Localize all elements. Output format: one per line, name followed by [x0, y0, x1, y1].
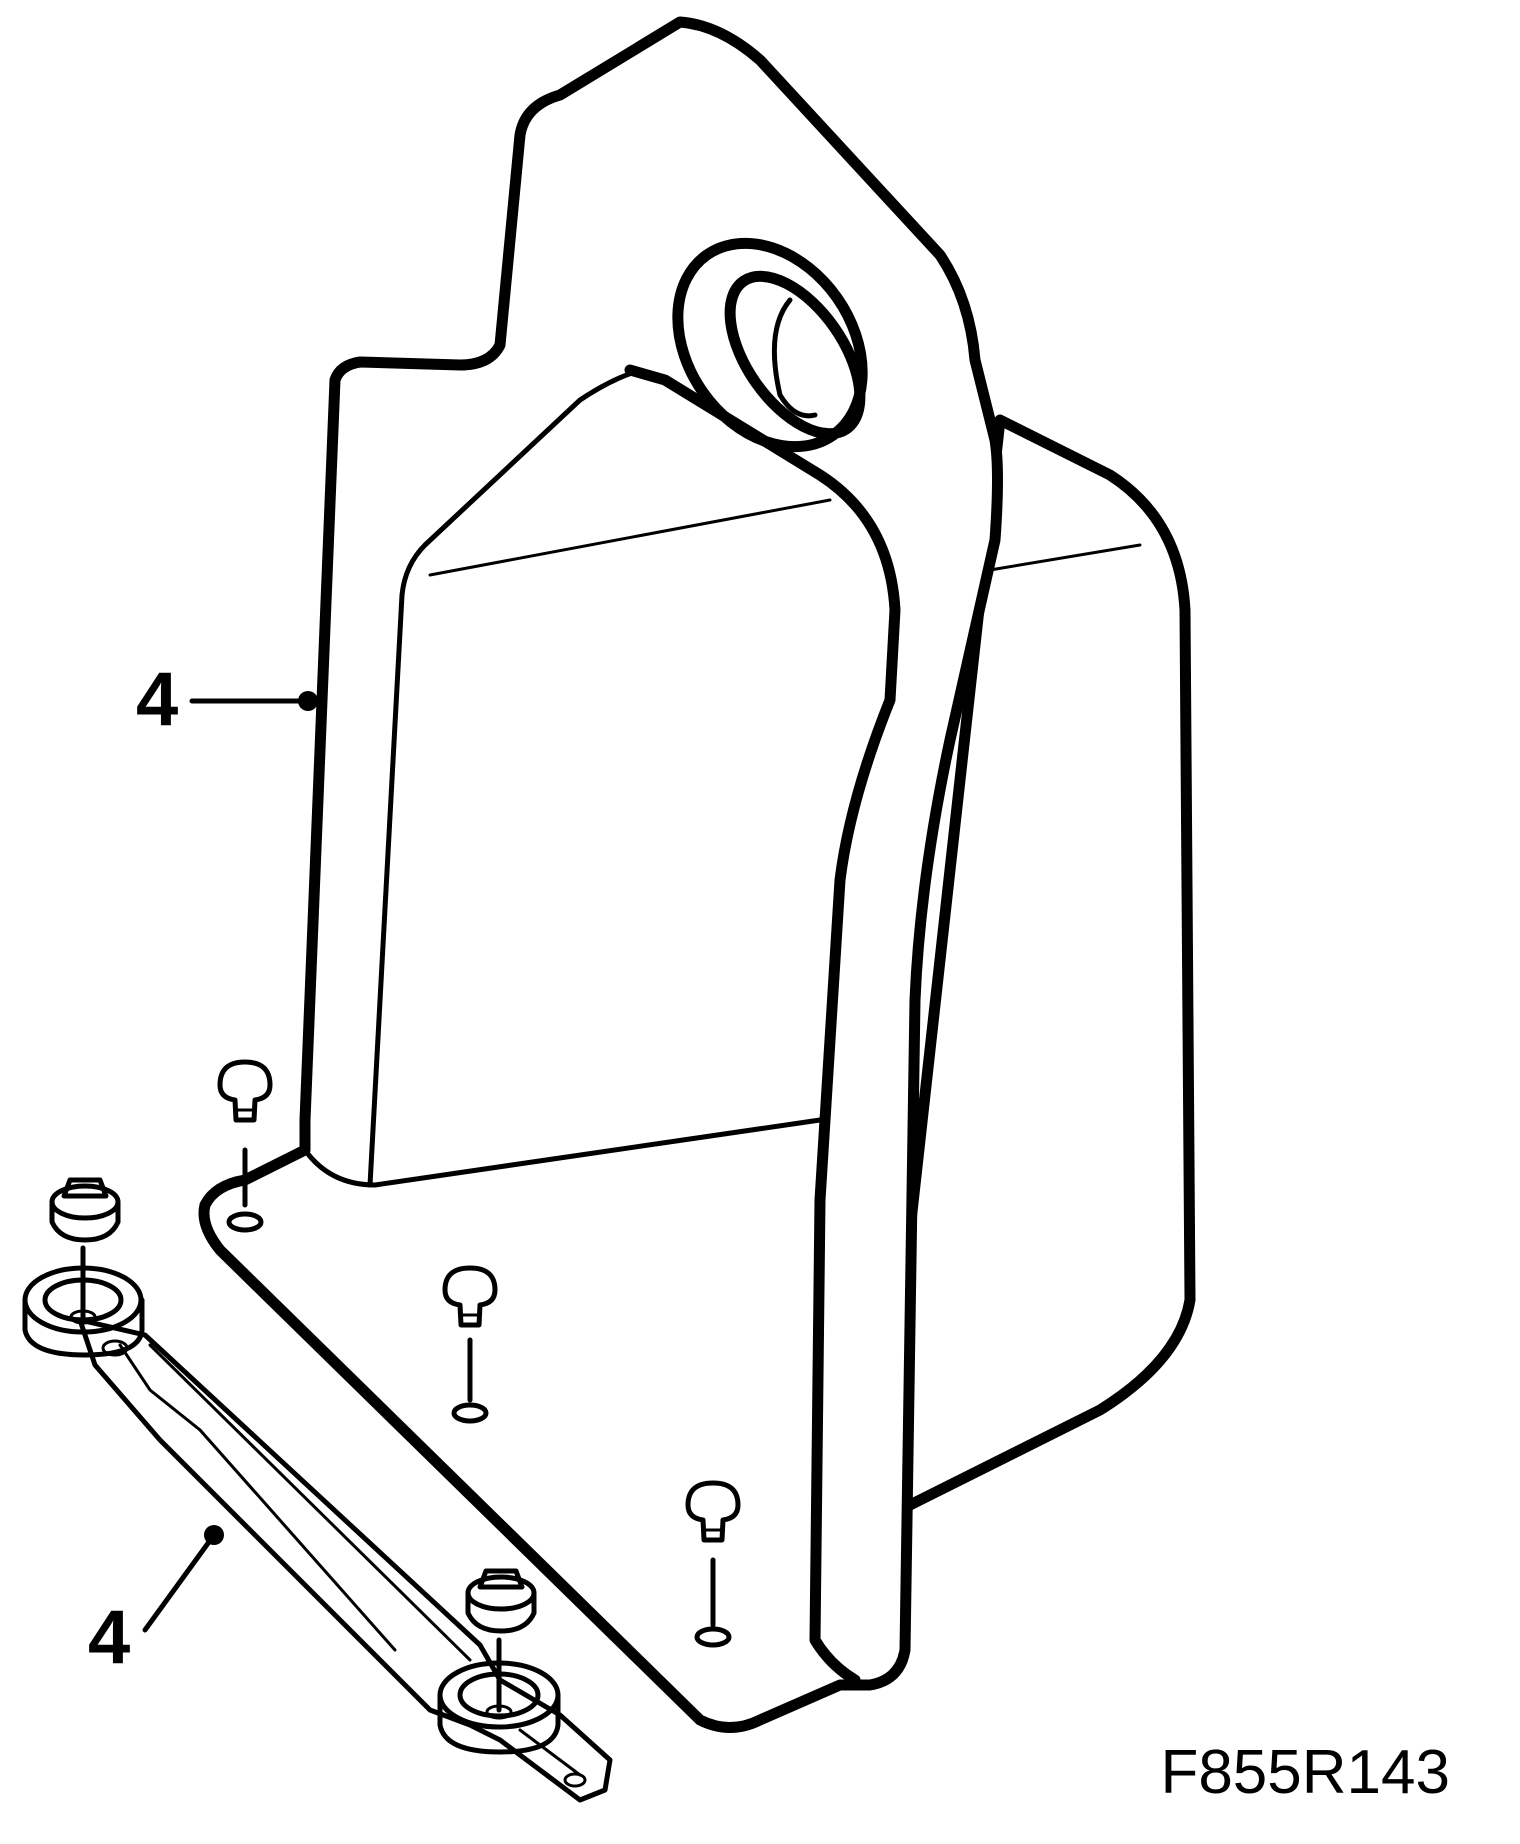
clip-2 — [442, 1265, 498, 1424]
panel-recess-edge — [367, 369, 638, 1188]
clip-1 — [217, 1059, 273, 1233]
nut-1 — [49, 1177, 121, 1323]
cover-strip — [77, 1317, 613, 1803]
nut-2 — [465, 1568, 537, 1713]
leader-dot-upper — [298, 691, 318, 711]
grab-handle-inner — [771, 297, 818, 419]
figure-code: F855R143 — [1160, 1738, 1450, 1807]
callout-label-upper: 4 — [136, 657, 179, 742]
panel-bottom-edge — [302, 1117, 823, 1188]
panel-inner-frame — [624, 364, 901, 1686]
leader-dot-lower — [204, 1525, 224, 1545]
leader-line-lower — [142, 1532, 217, 1633]
panel-crease-upper — [428, 498, 832, 577]
panel-side-face — [874, 414, 1196, 1536]
panel-side-crease — [988, 543, 1142, 572]
clip-3 — [685, 1480, 741, 1648]
grab-handle-opening — [724, 270, 866, 440]
trim-panel — [198, 16, 1003, 1733]
callout-label-lower: 4 — [88, 1595, 131, 1680]
